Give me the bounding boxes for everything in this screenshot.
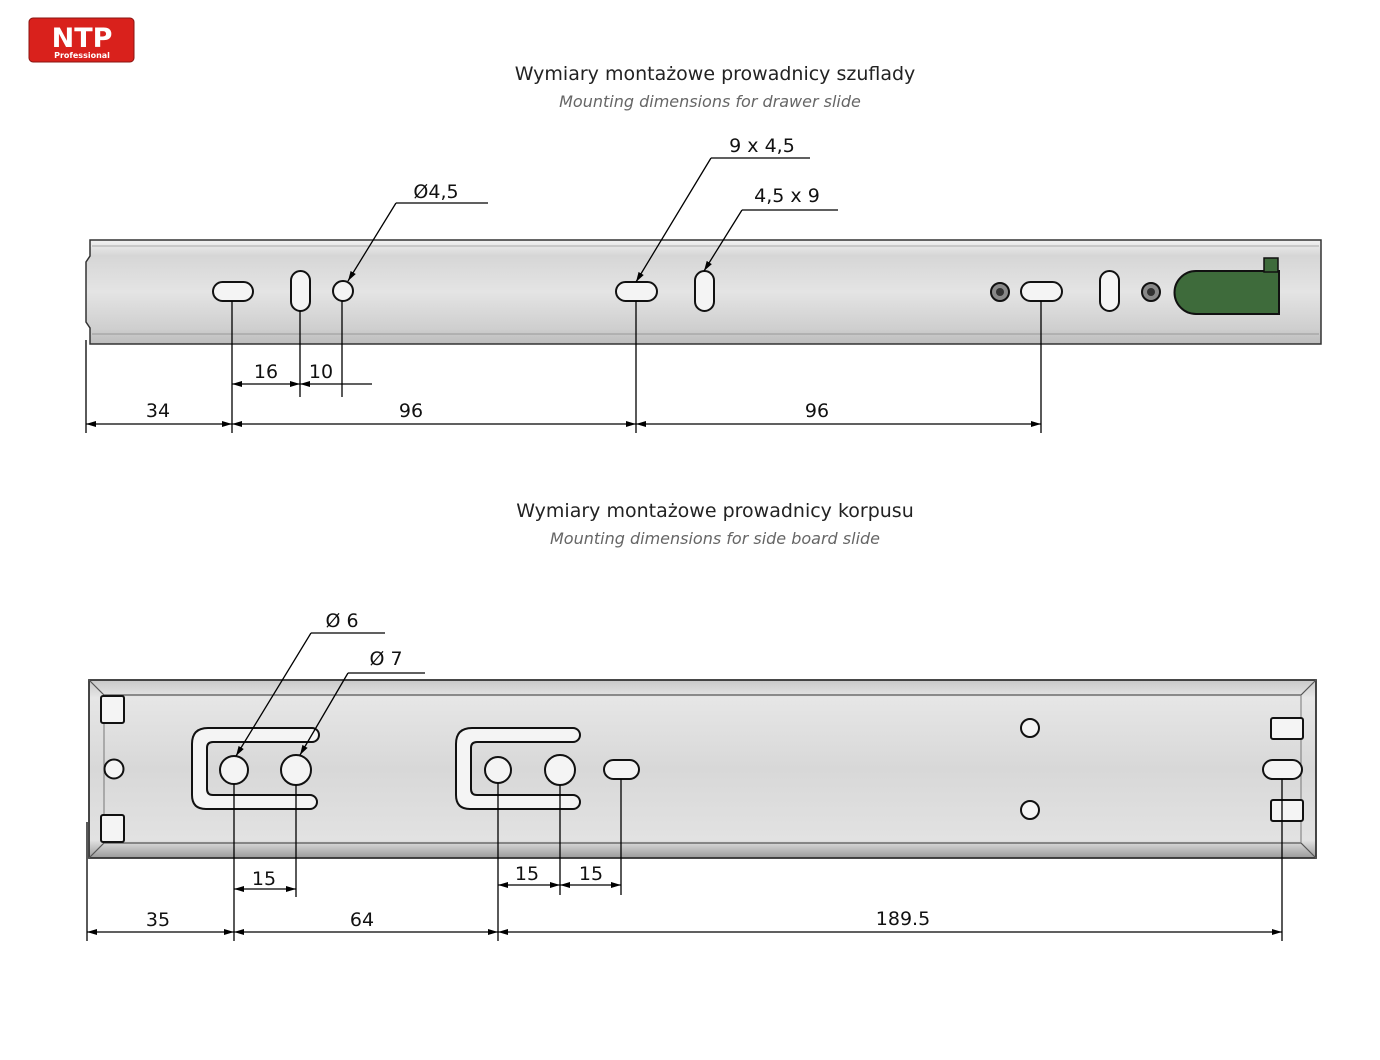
drawer-subtitle: Mounting dimensions for drawer slide xyxy=(559,92,861,111)
dim-189-5: 189.5 xyxy=(876,908,930,930)
dim-96-a: 96 xyxy=(399,400,423,422)
side-dimensions: 15 15 15 35 64 189.5 xyxy=(86,779,1283,941)
drawer-rivet-1-center xyxy=(996,288,1004,296)
dim-34: 34 xyxy=(146,400,170,422)
drawer-rivet-2-center xyxy=(1147,288,1155,296)
drawer-slide-rail xyxy=(85,239,1322,345)
side-square-hole-bl xyxy=(100,814,125,843)
side-subtitle: Mounting dimensions for side board slide xyxy=(550,529,880,548)
dim-15-a: 15 xyxy=(252,868,276,890)
side-slide-rail xyxy=(88,679,1317,859)
callout-d6: Ø 6 xyxy=(325,610,358,632)
drawer-slot-h-1 xyxy=(212,281,254,302)
dim-10: 10 xyxy=(309,361,333,383)
side-square-hole-tl xyxy=(100,695,125,724)
drawer-slot-v-2 xyxy=(694,270,715,312)
side-hole-right-top xyxy=(1020,718,1040,738)
side-hole-left xyxy=(103,758,125,780)
side-hole-right-bottom xyxy=(1020,800,1040,820)
dim-64: 64 xyxy=(350,909,374,931)
drawer-title: Wymiary montażowe prowadnicy szuflady xyxy=(515,63,916,85)
drawer-slot-h-2 xyxy=(615,281,658,302)
dim-35: 35 xyxy=(146,909,170,931)
dim-15-c: 15 xyxy=(579,863,603,885)
dim-16: 16 xyxy=(254,361,278,383)
side-hole-d7 xyxy=(280,754,312,786)
drawer-dimensions: 16 10 34 96 96 xyxy=(85,301,1042,433)
drawer-stopper-tab xyxy=(1263,257,1279,273)
drawer-stopper-lever xyxy=(1173,270,1280,315)
side-title: Wymiary montażowe prowadnicy korpusu xyxy=(516,500,914,522)
side-slot-h-2 xyxy=(1262,759,1303,780)
logo-brand: NTP xyxy=(52,23,113,54)
drawer-hole-45 xyxy=(332,280,354,302)
side-hole-d6 xyxy=(219,755,249,785)
drawer-slot-h-3 xyxy=(1020,281,1063,302)
drawer-callouts: 9 x 4,5 4,5 x 9 Ø4,5 xyxy=(347,135,838,283)
callout-d7: Ø 7 xyxy=(369,648,402,670)
side-slot-cutout-1 xyxy=(191,727,320,810)
dim-15-b: 15 xyxy=(515,863,539,885)
side-square-hole-br xyxy=(1270,799,1304,822)
drawer-slot-v-1 xyxy=(290,270,311,312)
callout-hole-45: Ø4,5 xyxy=(413,181,458,203)
callout-slot-9x45: 9 x 4,5 xyxy=(729,135,795,157)
side-slot-cutout-2 xyxy=(455,727,581,810)
ntp-logo: NTP Professional xyxy=(28,17,135,63)
side-callouts: Ø 6 Ø 7 xyxy=(235,610,425,757)
side-square-hole-tr xyxy=(1270,717,1304,740)
logo-tagline: Professional xyxy=(54,51,110,60)
side-slot-h-1 xyxy=(603,759,640,780)
drawer-slot-v-3 xyxy=(1099,270,1120,312)
dim-96-b: 96 xyxy=(805,400,829,422)
side-hole-2b xyxy=(544,754,576,786)
callout-slot-45x9: 4,5 x 9 xyxy=(754,185,820,207)
side-hole-2a xyxy=(484,756,512,784)
